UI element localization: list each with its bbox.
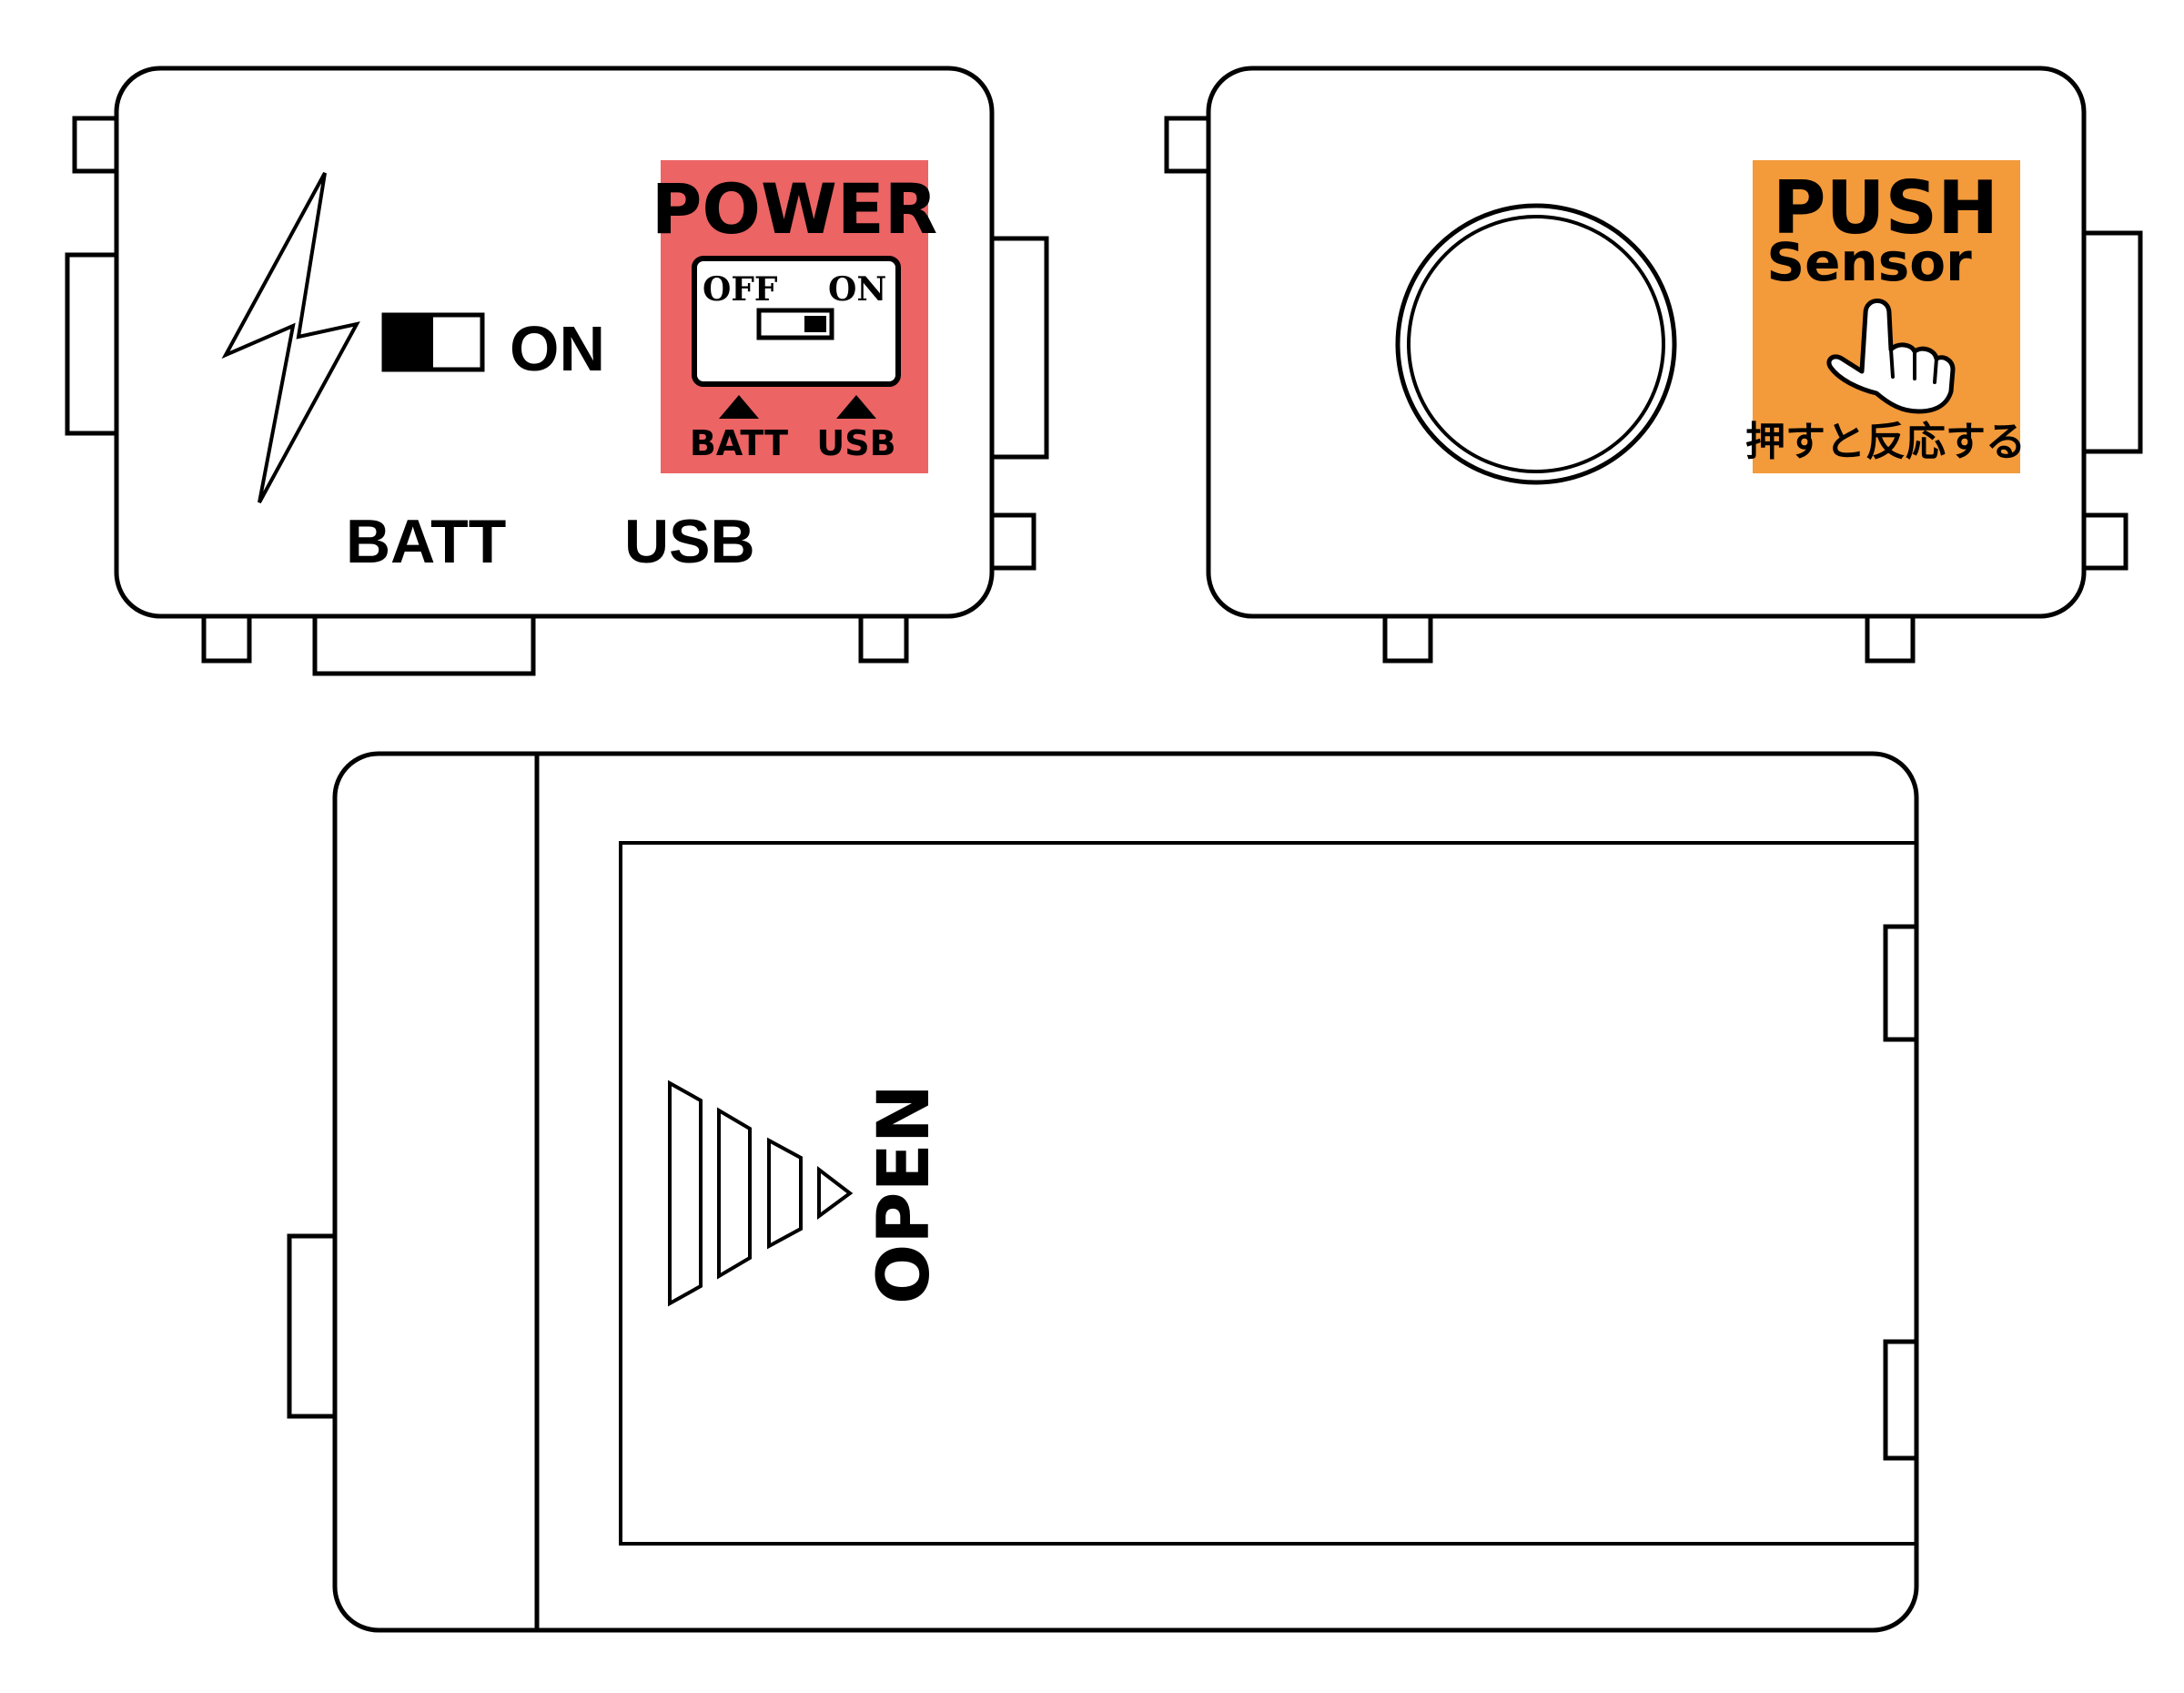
battery-cover[interactable] [619, 841, 1918, 1546]
batt-port-label: BATT [346, 507, 506, 576]
usb-arrow-icon [836, 395, 876, 419]
push-sticker-subtitle: Sensor [1766, 231, 1972, 293]
push-sticker: PUSH Sensor 押すと反応する [1745, 160, 2026, 473]
power-sticker-title: POWER [652, 168, 938, 249]
sticker-switch-knob [804, 316, 826, 332]
sticker-switch-slot [756, 308, 834, 340]
left-tab [1164, 116, 1211, 174]
lightning-icon [221, 172, 360, 503]
usb-port-label: USB [624, 507, 755, 576]
power-module: ON BATT USB POWER OFF ON BATT USB [65, 66, 1049, 676]
sticker-on-label: ON [828, 270, 886, 309]
battery-box: OPEN [287, 751, 1919, 1633]
sticker-batt-label: BATT [690, 423, 788, 463]
pointing-hand-icon [1826, 299, 1956, 414]
open-arrow-icon [668, 1080, 854, 1307]
push-button-inner [1407, 215, 1665, 473]
push-sticker-title: PUSH [1773, 166, 1998, 250]
battery-box-body [332, 751, 1919, 1633]
sticker-usb-label: USB [816, 423, 895, 463]
push-sticker-caption: 押すと反応する [1745, 419, 2026, 465]
open-label: OPEN [864, 1084, 945, 1304]
left-tab-top [72, 116, 119, 174]
sticker-off-label: OFF [703, 270, 778, 309]
push-button-outer[interactable] [1395, 203, 1677, 485]
left-connector [65, 252, 119, 436]
switch-on-label: ON [510, 313, 605, 384]
cover-latch-top [1883, 924, 1919, 1042]
batt-arrow-icon [719, 395, 759, 419]
cover-latch-bottom [1883, 1339, 1919, 1461]
power-sticker: POWER OFF ON BATT USB [652, 160, 938, 473]
push-sensor-module: PUSH Sensor 押すと反応する [1164, 66, 2143, 664]
left-connector [287, 1233, 338, 1419]
slide-switch-knob [384, 315, 433, 370]
